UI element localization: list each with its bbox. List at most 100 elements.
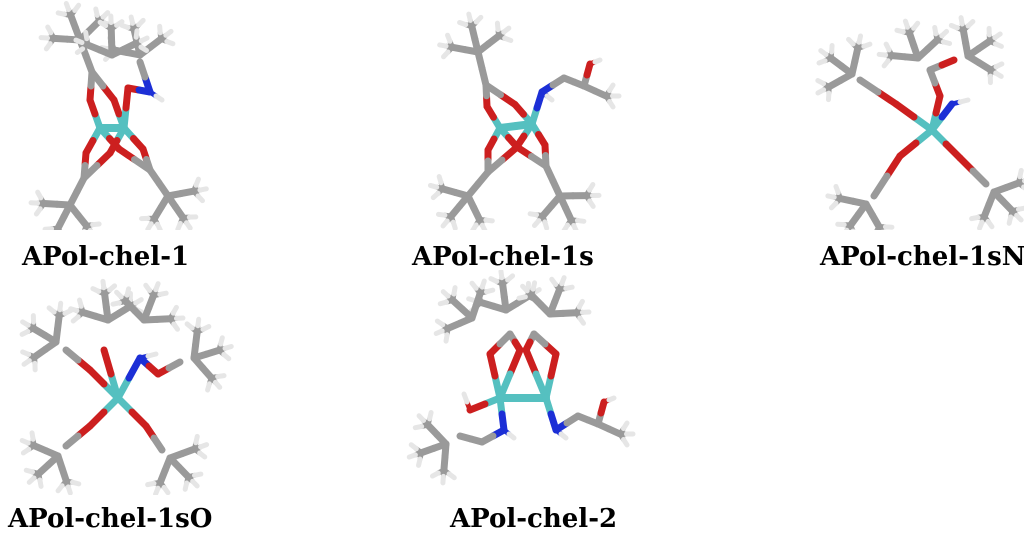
bond-segment [37, 477, 44, 489]
bond-segment [90, 286, 102, 294]
bond-segment [193, 176, 201, 188]
bond-segment [145, 221, 154, 230]
structure-label-1: APol-chel-1 [22, 242, 190, 272]
molecule-render-2 [427, 11, 622, 230]
bond-segment [157, 290, 169, 297]
bond-segment [574, 217, 587, 224]
bond-segment [427, 410, 434, 422]
bond-segment [522, 346, 540, 378]
bond-segment [506, 431, 517, 441]
bond-segment [469, 280, 479, 291]
bond-segment [133, 297, 144, 306]
bond-segment [505, 273, 516, 283]
bond-segment [621, 420, 630, 432]
bond-segment [892, 100, 918, 121]
structure-panel-5: APol-chel-2 [400, 270, 660, 534]
molecule-render-1 [28, 0, 209, 230]
bond-segment [433, 328, 445, 336]
bond-segment [856, 33, 864, 45]
bond-segment [412, 423, 425, 431]
bond-segment [607, 82, 616, 94]
bond-segment [157, 23, 163, 36]
bond-segment [876, 51, 889, 58]
bond-segment [883, 152, 904, 180]
bond-segment [183, 220, 193, 230]
bond-segment [883, 41, 892, 53]
bond-segment [153, 93, 165, 103]
bond-segment [587, 198, 596, 209]
bond-segment [45, 24, 54, 36]
bond-segment [938, 100, 956, 121]
bond-segment [408, 442, 419, 452]
bond-segment [416, 413, 427, 423]
bond-segment [77, 297, 84, 309]
bond-segment [576, 298, 585, 310]
bond-segment [815, 87, 827, 96]
bond-segment [443, 332, 450, 344]
bond-segment [222, 343, 234, 351]
bond-segment [164, 38, 176, 47]
bond-segment [143, 282, 153, 294]
bond-segment [110, 300, 122, 307]
bond-segment [939, 28, 950, 39]
bond-segment [501, 25, 512, 35]
bond-segment [100, 278, 107, 291]
bond-segment [165, 358, 184, 372]
bond-segment [93, 6, 100, 18]
bond-segment [62, 346, 82, 364]
bond-segment [561, 222, 571, 230]
bond-segment [466, 11, 473, 23]
bond-segment [195, 193, 205, 204]
bond-segment [461, 391, 470, 405]
structure-panel-2: APol-chel-1s [400, 0, 660, 270]
bond-segment [1006, 214, 1014, 226]
bond-segment [154, 221, 163, 230]
bond-segment [607, 98, 616, 110]
bond-segment [861, 41, 873, 49]
bond-segment [197, 186, 209, 193]
bond-segment [440, 289, 451, 299]
bond-segment [479, 222, 488, 230]
bond-segment [544, 93, 555, 103]
bond-segment [100, 346, 115, 378]
bond-segment [969, 167, 990, 188]
bond-segment [100, 10, 111, 20]
bond-segment [498, 270, 505, 281]
bond-segment [816, 58, 828, 66]
bond-segment [993, 61, 1005, 70]
bond-segment [107, 283, 118, 293]
bond-segment [911, 20, 921, 31]
bond-segment [427, 182, 440, 190]
bond-segment [197, 450, 208, 460]
bond-segment [592, 57, 603, 65]
bond-segment [205, 381, 212, 393]
bond-segment [874, 224, 882, 230]
bond-segment [124, 286, 132, 298]
bond-segment [73, 37, 85, 46]
bond-segment [20, 349, 32, 357]
molecule-render-4 [19, 278, 234, 495]
bond-segment [486, 350, 499, 380]
bond-segment [446, 471, 457, 481]
bond-segment [932, 24, 939, 37]
bond-segment [212, 379, 223, 390]
bond-segment [571, 222, 579, 230]
bond-segment [577, 315, 587, 326]
bond-segment [406, 452, 418, 460]
bond-segment [502, 35, 514, 43]
bond-segment [456, 432, 475, 443]
bond-segment [965, 19, 976, 29]
bond-segment [416, 456, 423, 468]
bond-segment [1014, 212, 1024, 223]
bond-segment [977, 219, 985, 230]
bond-segment [46, 305, 57, 315]
bond-segment [184, 321, 195, 331]
bond-segment [457, 19, 469, 28]
bond-segment [55, 483, 65, 494]
bond-segment [21, 358, 32, 367]
bond-segment [479, 278, 487, 290]
bond-segment [516, 294, 528, 301]
bond-segment [171, 321, 181, 332]
bond-segment [542, 219, 550, 230]
bond-segment [586, 182, 596, 193]
